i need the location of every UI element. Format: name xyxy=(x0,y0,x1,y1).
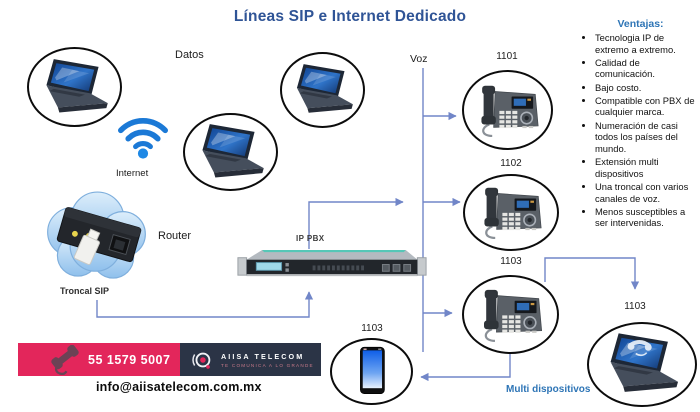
contact-phone-banner: 55 1579 5007 xyxy=(18,343,180,376)
laptop-softphone-node-1103 xyxy=(587,322,697,407)
ventajas-item: Bajo costo. xyxy=(595,82,700,94)
phone-number: 55 1579 5007 xyxy=(88,352,171,367)
ventajas-item: Numeración de casi todos los países del … xyxy=(595,120,700,155)
ventajas-item: Compatible con PBX de cualquier marca. xyxy=(595,95,700,118)
laptop-icon xyxy=(284,64,362,116)
laptop-node-2 xyxy=(183,113,278,191)
brand-tagline: TE COMUNICA A LO GRANDE xyxy=(221,362,314,368)
smartphone-icon xyxy=(341,345,403,399)
wifi-icon xyxy=(115,110,171,165)
label-ip-pbx: IP PBX xyxy=(296,234,325,243)
ventajas-heading: Ventajas: xyxy=(617,18,664,30)
label-troncal-sip: Troncal SIP xyxy=(60,286,110,296)
router-cloud-icon xyxy=(33,183,160,298)
ventajas-panel: Ventajas: Tecnologia IP de extremo a ext… xyxy=(581,18,700,231)
brand-banner: AIISA TELECOM TE COMUNICA A LO GRANDE xyxy=(180,343,321,376)
extension-label: 1103 xyxy=(624,301,646,312)
ventajas-item: Una troncal con varios canales de voz. xyxy=(595,181,700,204)
handset-icon xyxy=(51,344,79,375)
label-internet: Internet xyxy=(116,168,149,179)
laptop-node-1 xyxy=(27,47,122,127)
ip-phone-node-1103 xyxy=(462,275,559,354)
laptop-icon xyxy=(188,124,274,181)
ventajas-item: Extensión multi dispositivos xyxy=(595,156,700,179)
label-multi-dispositivos: Multi dispositivos xyxy=(506,384,591,395)
smartphone-node-1103 xyxy=(330,338,413,405)
ventajas-item: Tecnologia IP de extremo a extremo. xyxy=(595,32,700,55)
laptop-node-3 xyxy=(280,52,365,128)
brand-text-block: AIISA TELECOM TE COMUNICA A LO GRANDE xyxy=(221,352,314,368)
brand-name: AIISA TELECOM xyxy=(221,351,305,361)
ventajas-list: Tecnologia IP de extremo a extremo. Cali… xyxy=(581,32,700,229)
page-title: Líneas SIP e Internet Dedicado xyxy=(233,8,467,25)
contact-email: info@aiisatelecom.com.mx xyxy=(96,380,262,394)
extension-label: 1101 xyxy=(496,51,518,62)
label-voz: Voz xyxy=(410,53,428,65)
ip-phone-node-1102 xyxy=(463,174,559,251)
ventajas-item: Menos susceptibles a ser intervenidas. xyxy=(595,206,700,229)
desk-phone-icon xyxy=(472,80,544,141)
brand-logo-icon xyxy=(192,352,211,369)
ip-pbx-device xyxy=(235,246,429,288)
ventajas-item: Calidad de comunicación. xyxy=(595,57,700,80)
ip-phone-node-1101 xyxy=(462,70,553,150)
extension-label: 1103 xyxy=(500,256,522,267)
desk-phone-icon xyxy=(474,284,548,346)
extension-label: 1102 xyxy=(500,158,522,169)
laptop-softphone-icon xyxy=(595,333,689,396)
laptop-icon xyxy=(32,59,118,116)
label-router: Router xyxy=(158,230,192,242)
extension-label: 1103 xyxy=(361,323,383,334)
desk-phone-icon xyxy=(474,182,548,243)
label-datos: Datos xyxy=(175,49,204,61)
